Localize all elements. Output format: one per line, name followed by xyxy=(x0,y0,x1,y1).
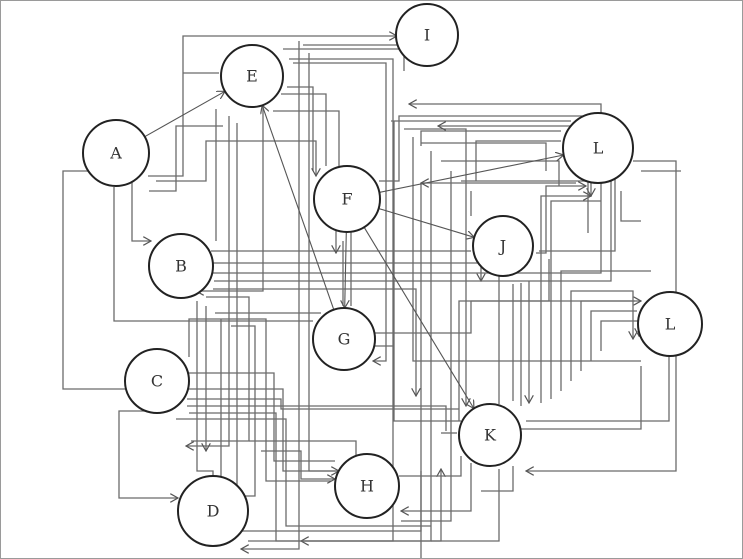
node-g[interactable]: G xyxy=(312,307,376,371)
node-e-label: E xyxy=(246,67,258,86)
connector-edge xyxy=(401,171,452,522)
node-j[interactable]: J xyxy=(472,215,534,277)
node-d[interactable]: D xyxy=(177,475,249,547)
connector-edge xyxy=(62,170,127,390)
connector-edge xyxy=(404,128,466,406)
connector-edge xyxy=(181,325,256,496)
node-a[interactable]: A xyxy=(82,119,150,187)
connector-edge xyxy=(131,166,151,241)
connector-edge xyxy=(521,366,642,430)
connector-edge xyxy=(431,469,500,542)
connector-edge xyxy=(539,176,616,252)
connector-edge xyxy=(526,356,670,422)
node-f-label: F xyxy=(341,190,352,209)
edge-f-to-g xyxy=(345,231,347,308)
connector-edge xyxy=(196,106,264,291)
connector-edge xyxy=(540,196,591,403)
node-l-upper-label: L xyxy=(593,139,604,158)
node-h-label: H xyxy=(360,477,374,496)
connector-edge xyxy=(475,140,561,181)
connector-edge xyxy=(273,110,340,166)
connector-edge xyxy=(261,450,335,479)
connector-edge xyxy=(293,62,387,361)
connector-edge xyxy=(236,123,247,522)
connector-edge xyxy=(249,440,357,456)
node-i[interactable]: I xyxy=(395,3,459,67)
node-l-lower-label: L xyxy=(665,315,676,334)
node-k[interactable]: K xyxy=(458,403,522,467)
connector-edge xyxy=(176,418,431,527)
connector-edge xyxy=(241,41,300,549)
edge-f-to-l1 xyxy=(379,155,563,193)
connector-edge xyxy=(213,262,481,281)
connector-edge xyxy=(580,300,635,371)
connector-edge xyxy=(570,290,633,381)
connector-edge xyxy=(550,200,601,399)
edges-layer xyxy=(62,36,681,558)
node-l-upper[interactable]: L xyxy=(562,112,634,184)
connector-edge xyxy=(441,160,560,186)
connector-edge xyxy=(148,91,184,177)
node-j-label: J xyxy=(498,237,506,256)
connector-edge xyxy=(412,137,641,362)
connector-edge xyxy=(587,180,596,233)
connector-edge xyxy=(188,318,331,482)
connector-edge xyxy=(113,187,313,322)
connector-edge xyxy=(590,310,637,361)
node-b-label: B xyxy=(175,257,187,276)
nodes-layer: A B C D E F G xyxy=(82,3,703,547)
node-l-lower[interactable]: L xyxy=(637,291,703,357)
node-a-label: A xyxy=(109,144,122,163)
connector-edge xyxy=(156,140,316,182)
connector-edge xyxy=(213,166,602,274)
node-b[interactable]: B xyxy=(148,233,214,299)
connector-edge xyxy=(393,121,461,422)
connector-edge xyxy=(620,191,641,222)
connector-edge xyxy=(196,301,214,476)
node-c[interactable]: C xyxy=(124,348,190,414)
connector-edge xyxy=(401,463,472,511)
node-d-label: D xyxy=(207,502,220,521)
node-h[interactable]: H xyxy=(334,453,400,519)
connector-edge xyxy=(213,288,416,396)
edge-f-to-k xyxy=(363,226,474,408)
node-k-label: K xyxy=(484,426,497,445)
node-e[interactable]: E xyxy=(220,44,284,108)
node-c-label: C xyxy=(151,372,163,391)
node-f[interactable]: F xyxy=(313,165,381,233)
diagonal-edges-layer xyxy=(144,91,564,408)
connector-edge xyxy=(187,398,459,410)
connector-edge xyxy=(149,125,223,192)
connector-edge xyxy=(281,93,327,166)
node-i-label: I xyxy=(424,26,430,45)
connector-edge xyxy=(458,301,641,421)
connector-edge xyxy=(189,412,441,542)
connector-edge xyxy=(187,405,447,431)
connector-edge xyxy=(560,270,651,391)
connector-edge xyxy=(399,456,462,477)
connector-edge xyxy=(188,388,339,471)
connector-edge xyxy=(375,259,550,334)
connector-edge xyxy=(187,372,335,462)
edge-g-to-e xyxy=(262,105,335,310)
edge-a-to-e xyxy=(144,91,225,138)
edge-f-to-j xyxy=(378,207,475,238)
connector-edge xyxy=(186,116,230,446)
connector-edge xyxy=(421,142,547,171)
node-g-label: G xyxy=(338,330,351,349)
connector-edge xyxy=(191,296,250,442)
connector-edge xyxy=(409,104,602,116)
connector-edge xyxy=(287,86,314,171)
connector-edge xyxy=(481,466,514,492)
connector-edge xyxy=(379,115,586,182)
connector-edge xyxy=(420,130,561,146)
connector-edge xyxy=(214,181,612,282)
